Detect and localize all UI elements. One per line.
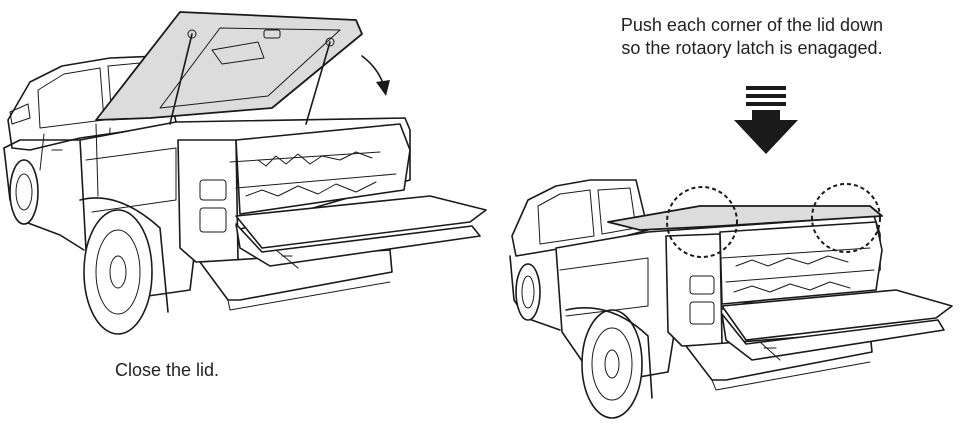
truck-bed-left <box>229 123 411 215</box>
tonneau-lid-open <box>95 11 363 125</box>
truck-bed-right <box>719 221 883 305</box>
tailgate-left <box>235 195 487 269</box>
lid-corner-highlight-right <box>811 183 881 253</box>
step-caption-push-corners: Push each corner of the lid down so the … <box>606 14 898 60</box>
lid-corner-highlight-left <box>666 186 738 258</box>
truck-cab-right <box>509 179 649 331</box>
close-arrow-head <box>376 80 390 96</box>
caption-line-2: so the rotaory latch is enagaged. <box>621 38 883 58</box>
tailgate-right <box>721 289 953 361</box>
step-caption-close-lid: Close the lid. <box>115 360 220 380</box>
push-down-arrow-icon <box>734 86 798 154</box>
caption-line-1: Push each corner of the lid down <box>620 15 884 35</box>
